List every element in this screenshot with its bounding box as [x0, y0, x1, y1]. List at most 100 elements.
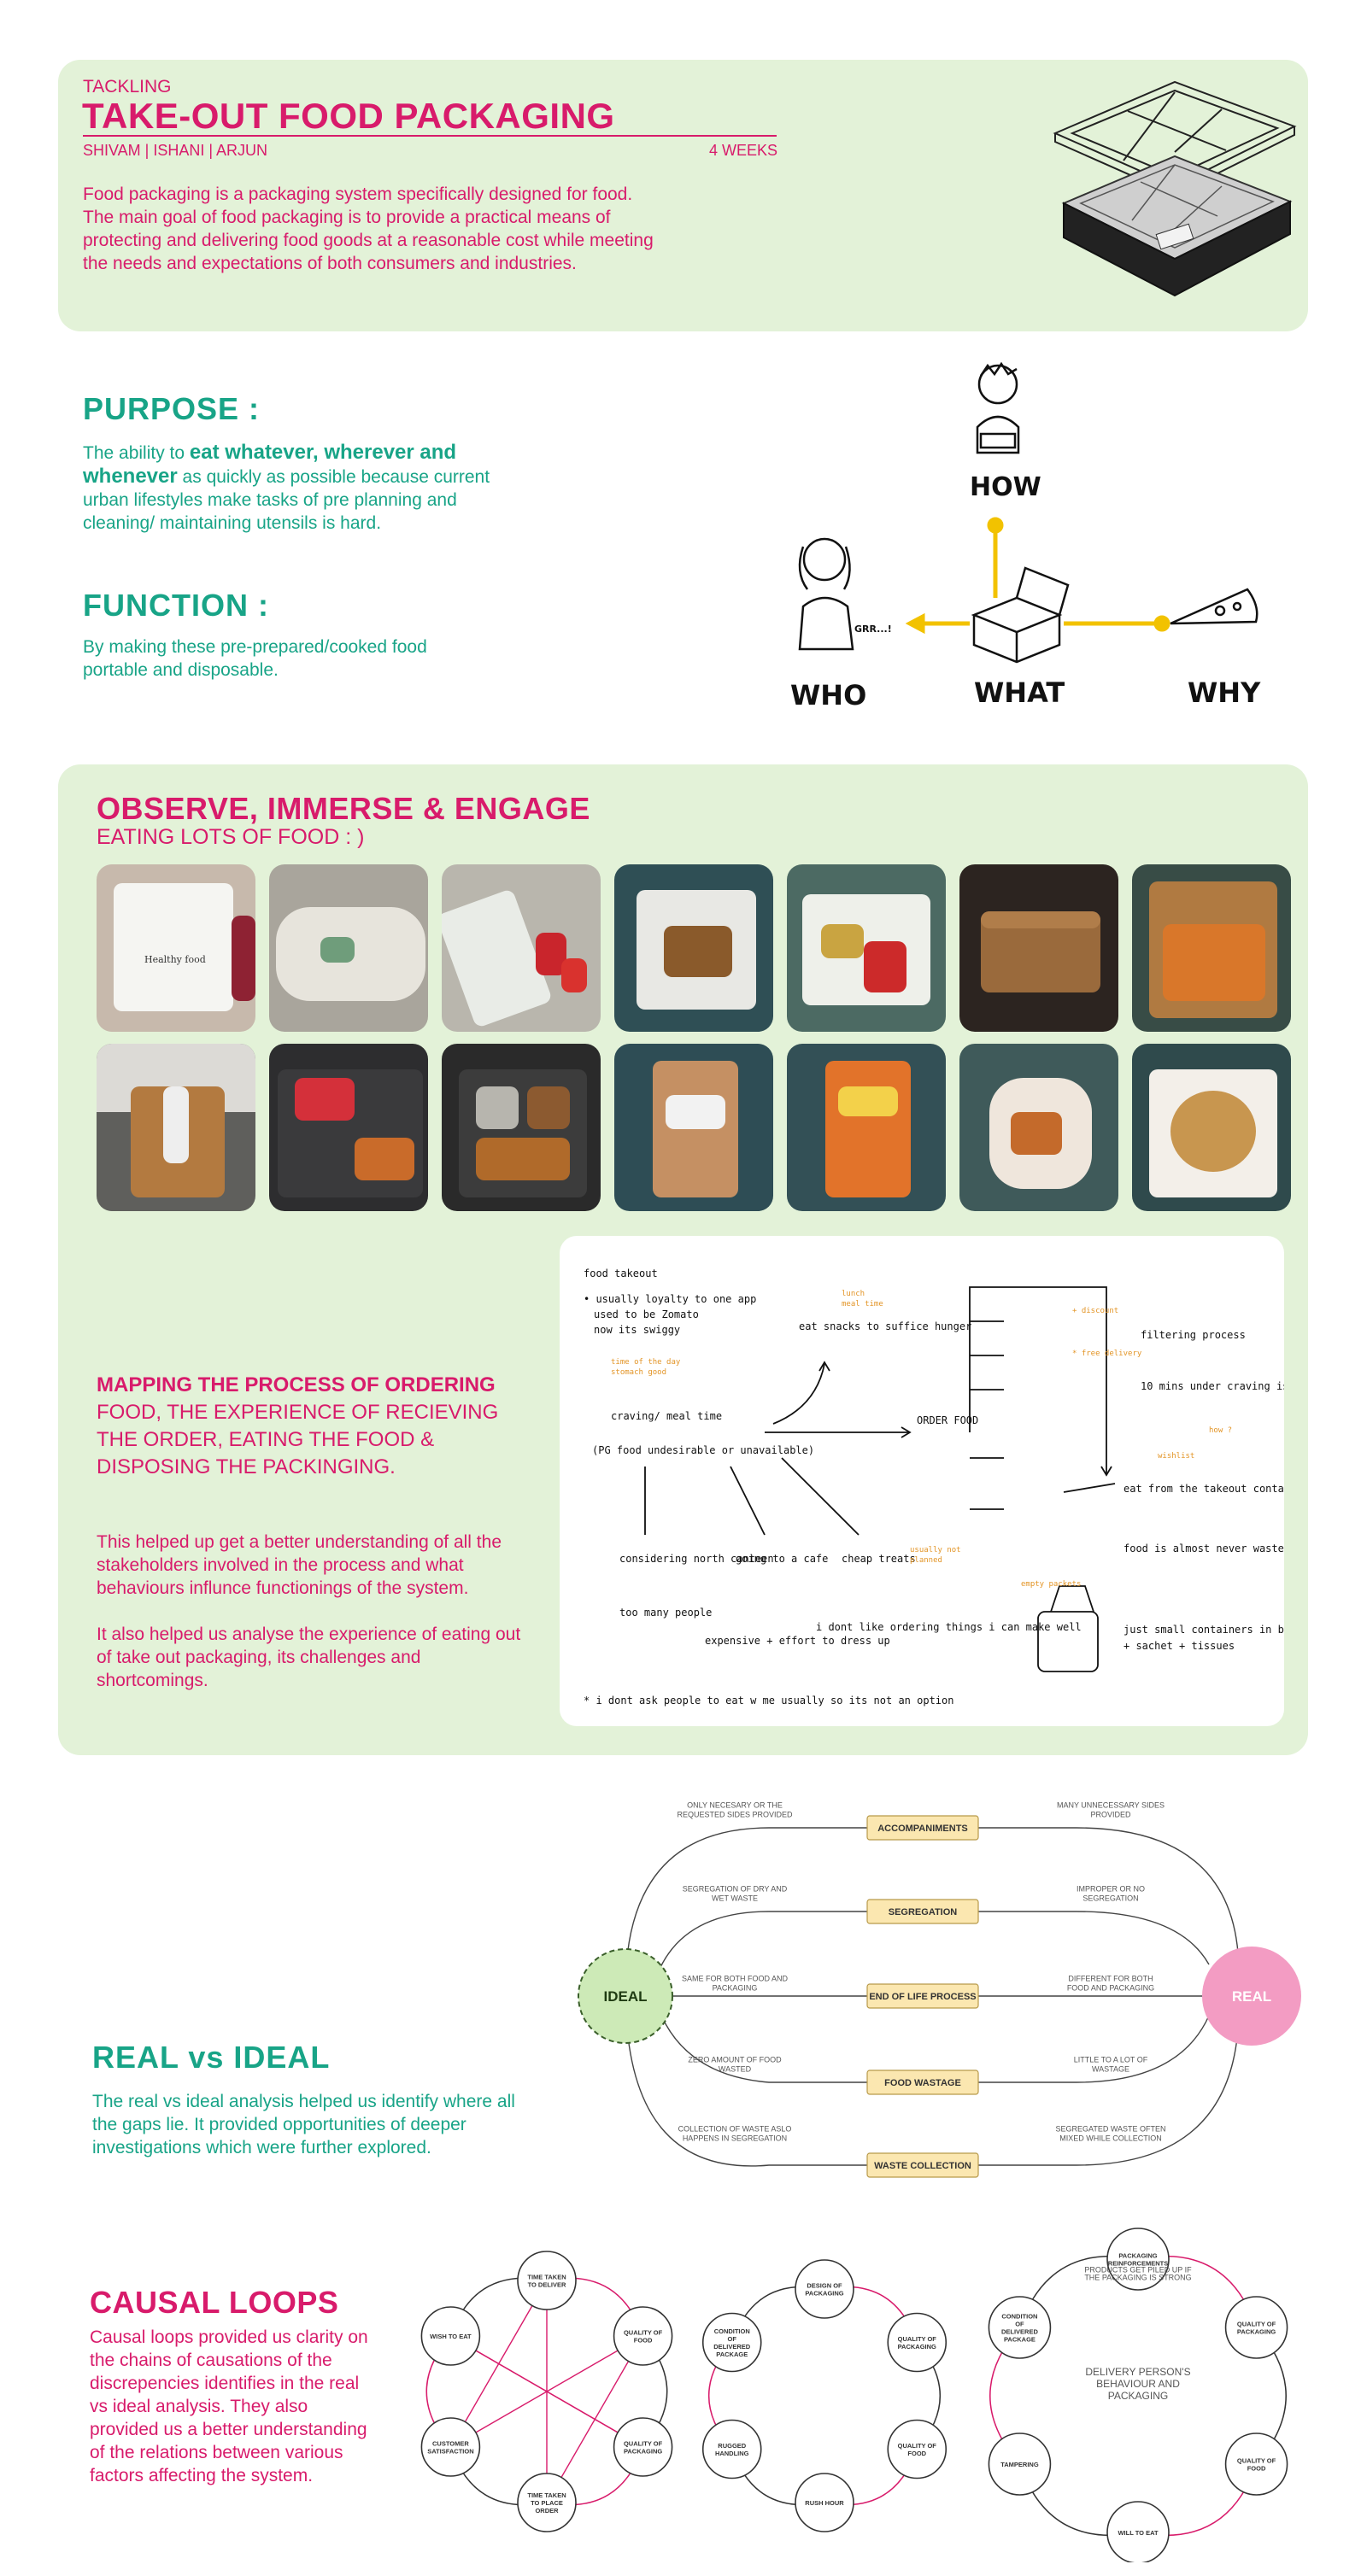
food-photo-7: [1132, 864, 1291, 1032]
svg-text:ONLY NECESARY OR THE: ONLY NECESARY OR THE: [687, 1802, 783, 1810]
svg-text:wishlist: wishlist: [1158, 1452, 1194, 1461]
svg-text:DELIVERY PERSON'S: DELIVERY PERSON'S: [1085, 2366, 1190, 2378]
svg-text:WET WASTE: WET WASTE: [712, 1894, 758, 1903]
note-cafe: going to a cafe: [736, 1553, 828, 1565]
svg-text:REQUESTED SIDES PROVIDED: REQUESTED SIDES PROVIDED: [677, 1811, 793, 1819]
svg-text:time of the day: time of the day: [611, 1358, 681, 1367]
note-dislike: i dont like ordering things i can make w…: [816, 1621, 1082, 1633]
real-node: [1202, 1947, 1301, 2046]
svg-text:PACKAGING: PACKAGING: [1118, 2252, 1157, 2260]
food-photo-8: [97, 1044, 255, 1211]
note-eat-from: eat from the takeout container: [1124, 1483, 1284, 1495]
observe-heading: OBSERVE, IMMERSE & ENGAGE: [97, 791, 590, 826]
svg-text:QUALITY OF: QUALITY OF: [624, 2329, 663, 2337]
note-considering: considering north canteen: [619, 1553, 774, 1565]
svg-text:TO DELIVER: TO DELIVER: [528, 2281, 566, 2289]
svg-text:COLLECTION OF WASTE ASLO: COLLECTION OF WASTE ASLO: [678, 2125, 792, 2134]
note-footer: * i dont ask people to eat w me usually …: [584, 1695, 953, 1707]
food-photo-9: [269, 1044, 428, 1211]
svg-text:empty packets: empty packets: [1021, 1580, 1081, 1589]
svg-text:TIME TAKEN: TIME TAKEN: [527, 2274, 566, 2281]
causal-heading: CAUSAL LOOPS: [90, 2285, 339, 2320]
svg-text:THE PACKAGING IS STRONG: THE PACKAGING IS STRONG: [1084, 2274, 1191, 2282]
note-small: just small containers in bigger containe…: [1124, 1624, 1284, 1636]
team-names: SHIVAM | ISHANI | ARJUN: [83, 142, 268, 159]
svg-text:RUGGED: RUGGED: [718, 2442, 747, 2450]
project-duration: 4 WEEKS: [709, 142, 778, 159]
svg-text:PACKAGE: PACKAGE: [1004, 2336, 1036, 2344]
how-who-what-why-sketch: HOW GRR...! WHO WHAT WHY: [790, 361, 1261, 711]
food-photo-14: [1132, 1044, 1291, 1211]
note-pg: (PG food undesirable or unavailable): [592, 1444, 814, 1456]
svg-text:DIFFERENT FOR BOTH: DIFFERENT FOR BOTH: [1068, 1975, 1153, 1983]
svg-text:HANDLING: HANDLING: [715, 2450, 749, 2457]
svg-text:IMPROPER OR NO: IMPROPER OR NO: [1077, 1885, 1145, 1894]
note-sachet: + sachet + tissues: [1124, 1640, 1235, 1652]
svg-text:PACKAGING: PACKAGING: [1237, 2328, 1276, 2336]
svg-text:planned: planned: [910, 1556, 942, 1565]
loop-node: TAMPERING: [988, 2433, 1052, 2496]
svg-text:ZERO AMOUNT OF FOOD: ZERO AMOUNT OF FOOD: [688, 2056, 782, 2064]
sketch-who: WHO: [790, 679, 866, 711]
svg-text:QUALITY OF: QUALITY OF: [624, 2440, 663, 2448]
svg-text:PACKAGING: PACKAGING: [713, 1984, 758, 1993]
process-map-sketch: food takeout • usually loyalty to one ap…: [584, 1268, 1284, 1707]
observe-subheading: EATING LOTS OF FOOD : ): [97, 825, 365, 849]
svg-text:usually not: usually not: [910, 1546, 961, 1554]
svg-text:QUALITY OF: QUALITY OF: [1237, 2457, 1276, 2465]
causal-text: Causal loops provided us clarity on the …: [90, 2327, 368, 2485]
mapping-heading-bold: MAPPING THE PROCESS OF ORDERING: [97, 1373, 496, 1396]
note-bullet1: • usually loyalty to one app: [584, 1293, 756, 1305]
svg-text:lunch: lunch: [842, 1290, 865, 1298]
svg-text:meal time: meal time: [842, 1300, 883, 1308]
svg-text:WASTAGE: WASTAGE: [1092, 2065, 1129, 2074]
real-ideal-text: The real vs ideal analysis helped us ide…: [92, 2092, 515, 2157]
svg-text:PACKAGING: PACKAGING: [898, 2343, 936, 2351]
svg-text:PACKAGING: PACKAGING: [624, 2448, 662, 2456]
svg-text:FOOD: FOOD: [1247, 2465, 1266, 2473]
ideal-label: IDEAL: [604, 1988, 648, 2005]
svg-text:stomach good: stomach good: [611, 1368, 666, 1377]
real-ideal-heading: REAL vs IDEAL: [92, 2040, 331, 2075]
category-box: [866, 1983, 979, 2009]
category-label: FOOD WASTAGE: [884, 2078, 961, 2088]
note-bullet1c: now its swiggy: [594, 1324, 680, 1336]
sketch-how: HOW: [970, 472, 1041, 502]
category-box: [866, 1899, 979, 1924]
purpose-text-rest: as quickly as possible because current u…: [83, 467, 490, 533]
mapping-para-1: This helped up get a better understandin…: [97, 1532, 502, 1598]
mapping-para-2: It also helped us analyse the experience…: [97, 1625, 521, 1690]
purpose-text-bold: eat whatever, wherever and whenever: [83, 441, 457, 488]
svg-text:ORDER: ORDER: [535, 2507, 559, 2515]
note-craving: craving/ meal time: [611, 1410, 722, 1422]
svg-text:CONDITION: CONDITION: [1001, 2313, 1037, 2321]
svg-text:how ?: how ?: [1209, 1426, 1232, 1435]
food-photo-12: [787, 1044, 946, 1211]
svg-text:DELIVERED: DELIVERED: [1001, 2328, 1039, 2336]
purpose-heading: PURPOSE :: [83, 391, 261, 426]
food-photo-1: Healthy food: [97, 864, 255, 1032]
svg-text:FOOD AND PACKAGING: FOOD AND PACKAGING: [1067, 1984, 1154, 1993]
svg-text:PACKAGING: PACKAGING: [1108, 2390, 1168, 2402]
purpose-text: The ability to eat whatever, wherever an…: [83, 441, 527, 535]
svg-text:DELIVERED: DELIVERED: [713, 2343, 751, 2351]
photo-label: Healthy food: [144, 954, 206, 965]
header-tag: TACKLING: [83, 77, 172, 97]
svg-text:CONDITION: CONDITION: [714, 2327, 750, 2335]
svg-text:BEHAVIOUR AND: BEHAVIOUR AND: [1096, 2378, 1180, 2390]
svg-text:PACKAGING: PACKAGING: [805, 2290, 843, 2298]
svg-text:WASTED: WASTED: [719, 2065, 752, 2074]
category-box: [866, 1815, 979, 1841]
svg-text:SEGREGATION OF DRY AND: SEGREGATION OF DRY AND: [683, 1885, 788, 1894]
